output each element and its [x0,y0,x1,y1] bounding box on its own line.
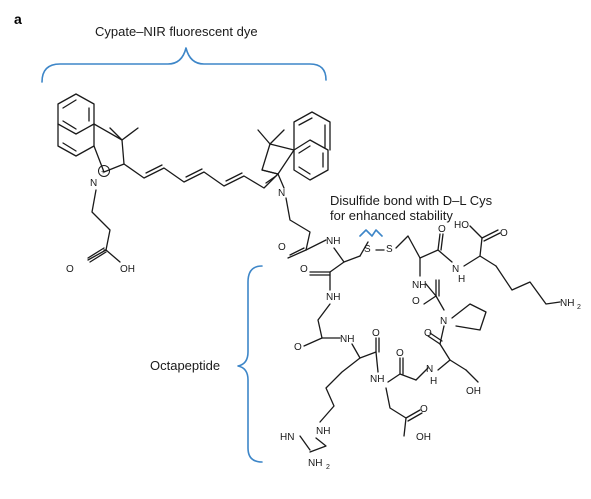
dye-annotation: Cypate–NIR fluorescent dye [95,24,258,39]
lys-carboxyl-ho: HO [454,220,469,231]
arg-nh2: NH [308,458,322,469]
amide-o-5: O [396,348,404,359]
amide-o-4: O [372,328,380,339]
cypate-dye-structure: N + O OH N [57,93,331,275]
ser-oh: OH [466,386,481,397]
positive-charge-icon [98,165,110,177]
carboxyl-o-left: O [66,264,74,275]
amide-o-2: O [300,264,308,275]
amide-n-8: N [452,264,459,275]
amide-nh-6: NH [412,280,426,291]
dye-brace [41,47,327,83]
lys-carboxyl-o: O [500,228,508,239]
arg-nh2-sub: 2 [326,464,330,471]
sulfur-atom-1: S [364,244,371,255]
disulfide-annotation-line1: Disulfide bond with D–L Cys [330,193,493,208]
octapeptide-brace [237,265,263,463]
n-right-atom: N [278,188,285,199]
positive-charge-symbol: + [101,169,105,176]
octapeptide-structure: O NH S S O NH O NH O NH NH HN NH 2 [278,220,581,471]
n-plus-atom: N [90,178,97,189]
amide-o-1: O [278,242,286,253]
disulfide-annotation-line2: for enhanced stability [330,208,453,223]
disulfide-brace [359,229,383,237]
amide-o-6: O [424,328,432,339]
lys-nh2-sub: 2 [577,304,581,311]
carboxyl-oh-left: OH [120,264,135,275]
amide-nh-3: NH [340,334,354,345]
amide-o-7: O [412,296,420,307]
asp-o: O [420,404,428,415]
amide-nh-1: NH [326,236,340,247]
amide-nh-2: NH [326,292,340,303]
pro-n: N [440,316,447,327]
amide-h-5: H [430,376,437,387]
octapeptide-annotation: Octapeptide [150,358,220,373]
sulfur-atom-2: S [386,244,393,255]
lys-nh2: NH [560,298,574,309]
amide-nh-5: N [426,364,433,375]
amide-nh-4: NH [370,374,384,385]
amide-o-3: O [294,342,302,353]
amide-h-8: H [458,274,465,285]
arg-nh: NH [316,426,330,437]
amide-o-8: O [438,224,446,235]
arg-hn: HN [280,432,294,443]
asp-oh: OH [416,432,431,443]
panel-label: a [14,11,22,27]
